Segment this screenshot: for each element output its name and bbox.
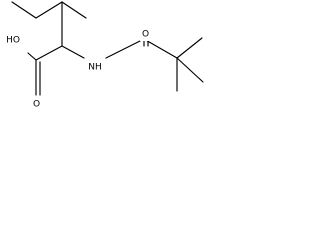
bond-carboxyl-carbon-oh	[27, 52, 37, 61]
bond-quaternary-carbon-methyl-upper	[176, 37, 203, 59]
bond-ethyl-ch3-ch2	[11, 1, 37, 19]
structural-formula-canvas: HO O NH O	[0, 0, 229, 132]
carboxyl-oxygen-label-background	[31, 98, 42, 111]
carboxyl-oxygen-label: O	[33, 100, 40, 110]
bond-amide-carbon-quaternary-carbon	[143, 38, 178, 59]
amide-nitrogen-label-background	[84, 61, 106, 74]
bond-alpha-carbon-carboxyl-carbon	[35, 45, 63, 61]
amide-oxygen-label-background	[140, 28, 151, 41]
bond-quaternary-carbon-methyl-right	[176, 57, 204, 83]
bond-alpha-carbon-nitrogen	[61, 45, 85, 59]
bond-nitrogen-amide-carbon	[105, 38, 145, 59]
amide-nitrogen-label: NH	[88, 63, 102, 73]
skeletal-formula: HO O NH O	[2, 1, 204, 111]
bond-ethyl-ch2-ch	[35, 1, 63, 19]
bond-ch-methyl	[61, 1, 87, 19]
hydroxyl-label: HO	[6, 36, 20, 46]
hydroxyl-label-background	[2, 34, 24, 47]
amide-oxygen-label: O	[142, 30, 149, 40]
